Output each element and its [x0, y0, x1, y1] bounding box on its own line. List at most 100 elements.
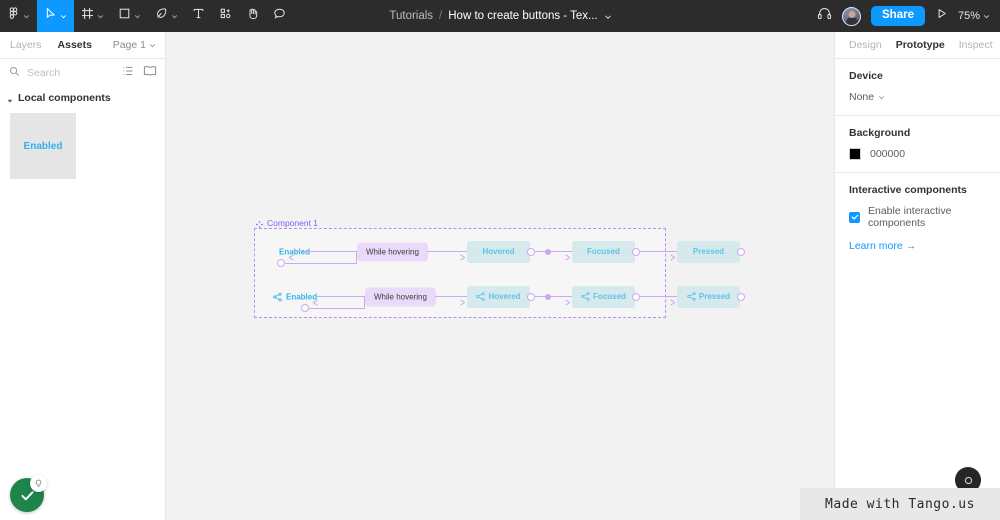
interaction-pill-label: While hovering	[374, 292, 427, 301]
tab-prototype[interactable]: Prototype	[895, 39, 945, 51]
list-view-icon[interactable]	[122, 64, 134, 82]
caret-down-icon	[7, 95, 13, 103]
tab-design[interactable]: Design	[849, 39, 882, 51]
chevron-down-icon	[171, 13, 178, 20]
connector-endpoint-dot[interactable]	[632, 247, 640, 256]
state-box-focused[interactable]: Focused	[572, 285, 635, 308]
interaction-pill-while-hovering[interactable]: While hovering	[357, 242, 428, 261]
tab-inspect[interactable]: Inspect	[958, 39, 993, 51]
local-components-label: Local components	[18, 92, 111, 104]
share-node-icon	[273, 292, 282, 301]
connector-endpoint-dot[interactable]	[527, 247, 535, 256]
state-box-pressed[interactable]: Pressed	[677, 285, 740, 308]
text-tool-button[interactable]	[185, 0, 212, 32]
components-tool-button[interactable]	[212, 0, 239, 32]
frame-tool-button[interactable]	[74, 0, 111, 32]
connector-endpoint-dot[interactable]	[737, 247, 745, 256]
share-node-icon	[581, 292, 590, 301]
figma-logo-icon	[7, 7, 20, 25]
chevron-down-icon	[60, 13, 67, 20]
connector-line	[640, 296, 677, 297]
connector-line	[364, 296, 365, 308]
chevron-down-icon[interactable]	[604, 13, 611, 20]
headphones-icon[interactable]	[817, 6, 832, 26]
component-diamond-icon	[256, 220, 263, 228]
arrow-head-right-icon	[564, 248, 571, 261]
top-toolbar: Tutorials / How to create buttons - Tex.…	[0, 0, 1000, 32]
background-hex-value[interactable]: 000000	[870, 148, 906, 160]
comment-tool-button[interactable]	[266, 0, 293, 32]
chevron-down-icon	[134, 13, 141, 20]
user-avatar[interactable]	[842, 6, 861, 26]
sidebar-tab-assets[interactable]: Assets	[57, 39, 92, 51]
arrow-head-right-icon	[564, 293, 571, 306]
zoom-level-label: 75%	[957, 10, 980, 22]
connector-line	[356, 251, 357, 263]
background-section-title: Background	[849, 127, 911, 139]
hand-tool-button[interactable]	[239, 0, 266, 32]
enable-interactive-checkbox[interactable]	[849, 211, 860, 223]
resources-grid-icon	[219, 7, 232, 25]
connector-line	[435, 296, 467, 297]
background-section: Background 000000	[835, 116, 1000, 173]
pen-tool-button[interactable]	[148, 0, 185, 32]
canvas-area[interactable]: Component 1 Enabled While hovering	[166, 32, 834, 520]
connector-endpoint-dot[interactable]	[737, 292, 745, 301]
search-icon	[9, 64, 20, 82]
state-label-enabled[interactable]: Enabled	[273, 292, 317, 301]
state-box-label: Hovered	[488, 292, 521, 301]
state-box-hovered[interactable]: Hovered	[467, 285, 530, 308]
breadcrumb-project[interactable]: Tutorials	[389, 10, 434, 22]
state-box-pressed[interactable]: Pressed	[677, 240, 740, 263]
connector-line	[293, 251, 357, 252]
component-frame[interactable]: Enabled While hovering	[254, 228, 745, 319]
arrow-head-right-icon	[669, 248, 676, 261]
state-box-hovered[interactable]: Hovered	[467, 240, 530, 263]
chevron-down-icon	[983, 13, 990, 20]
device-select[interactable]: None	[849, 91, 986, 103]
learn-more-link[interactable]: Learn more →	[849, 240, 916, 252]
search-input[interactable]	[27, 66, 97, 79]
zoom-control[interactable]: 75%	[958, 10, 990, 22]
connector-endpoint-dot[interactable]	[277, 259, 285, 267]
present-play-icon[interactable]	[935, 7, 948, 25]
state-flow-row: Enabled While hovering	[255, 274, 745, 319]
component-card-enabled[interactable]: Enabled	[10, 113, 76, 179]
component-frame-label[interactable]: Component 1	[256, 218, 318, 228]
connector-endpoint-dot[interactable]	[301, 304, 309, 312]
chevron-down-icon	[23, 13, 30, 20]
background-color-swatch[interactable]	[849, 148, 861, 160]
arrow-head-left-icon	[288, 248, 295, 261]
sidebar-tab-layers[interactable]: Layers	[10, 39, 42, 51]
sidebar-search-row	[0, 59, 165, 86]
chevron-down-icon	[149, 42, 156, 49]
move-tool-button[interactable]	[37, 0, 74, 32]
device-section: Device None	[835, 59, 1000, 116]
pen-tool-icon	[155, 7, 168, 25]
rectangle-tool-icon	[118, 7, 131, 25]
connector-line	[317, 296, 365, 297]
enable-interactive-label[interactable]: Enable interactive components	[868, 205, 952, 229]
libraries-book-icon[interactable]	[143, 64, 157, 82]
connector-endpoint-dot[interactable]	[632, 292, 640, 301]
local-components-section-header[interactable]: Local components	[0, 86, 165, 109]
breadcrumb-file-name[interactable]: How to create buttons - Tex...	[448, 10, 598, 22]
connector-line	[535, 296, 572, 297]
tango-watermark-label: Made with Tango.us	[825, 496, 975, 512]
arrow-head-right-icon	[669, 293, 676, 306]
figma-menu-button[interactable]	[0, 0, 37, 32]
interaction-pill-while-hovering[interactable]: While hovering	[365, 287, 436, 306]
state-box-label: Hovered	[482, 247, 515, 256]
state-box-label: Focused	[587, 247, 620, 256]
lightbulb-badge[interactable]	[30, 475, 47, 492]
connector-endpoint-dot[interactable]	[527, 292, 535, 301]
state-box-focused[interactable]: Focused	[572, 240, 635, 263]
state-box-label: Pressed	[692, 247, 725, 256]
connector-midpoint-dot	[545, 293, 551, 300]
tango-watermark-bar: Made with Tango.us	[800, 488, 1000, 520]
share-button[interactable]: Share	[871, 5, 925, 27]
shape-tool-button[interactable]	[111, 0, 148, 32]
learn-more-label: Learn more	[849, 240, 903, 252]
arrow-right-icon: →	[905, 240, 917, 252]
page-selector[interactable]: Page 1	[113, 39, 156, 51]
